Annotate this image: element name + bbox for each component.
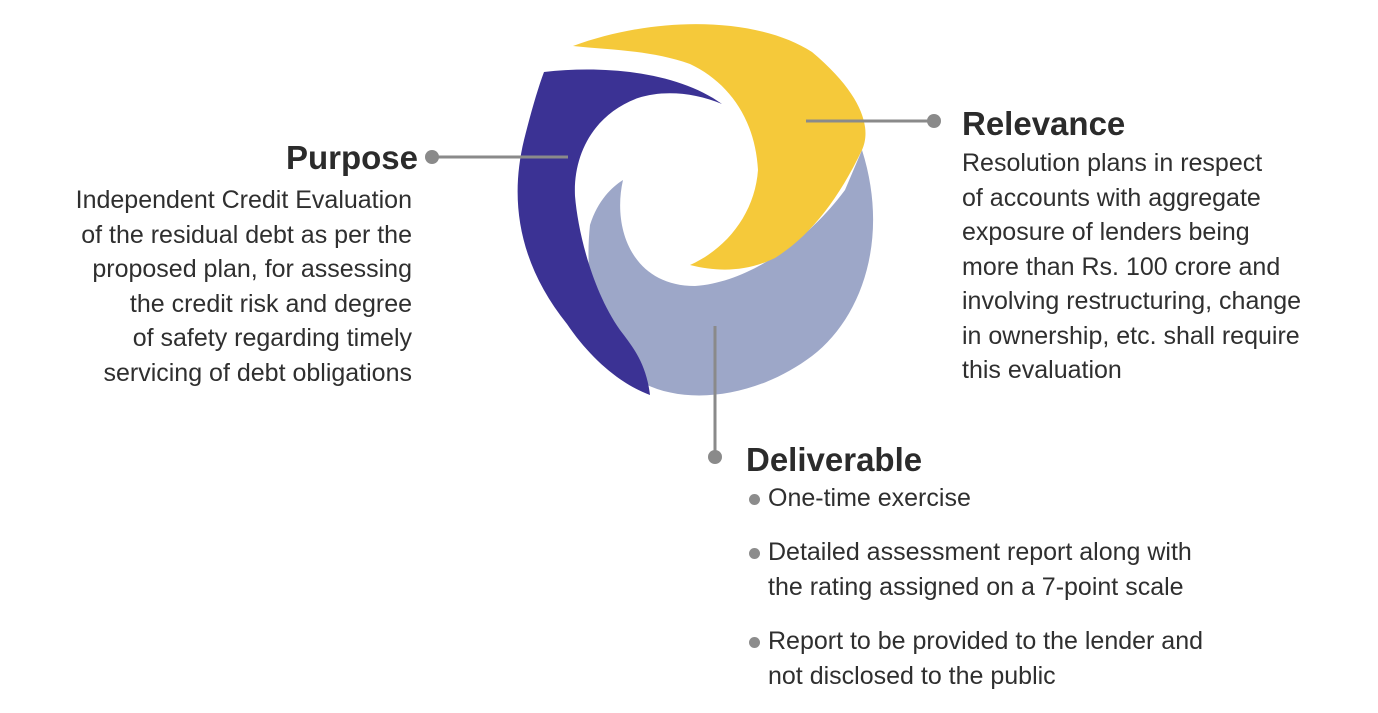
deliverable-connector-dot bbox=[708, 450, 722, 464]
purpose-line: the credit risk and degree bbox=[129, 289, 412, 318]
relevance-description: Resolution plans in respect of accounts … bbox=[962, 146, 1374, 388]
deliverable-item: One-time exercise bbox=[744, 481, 1344, 516]
deliverable-segment bbox=[588, 150, 874, 396]
relevance-line: exposure of lenders being bbox=[962, 218, 1250, 246]
purpose-connector-dot bbox=[425, 150, 439, 164]
bullet-dot-icon bbox=[749, 494, 760, 505]
deliverable-line: Report to be provided to the lender and bbox=[768, 627, 1204, 655]
deliverable-item: Detailed assessment report along with th… bbox=[744, 535, 1344, 605]
purpose-line: of the residual debt as per the bbox=[81, 220, 412, 249]
bullet-dot-icon bbox=[749, 637, 760, 648]
deliverable-line: the rating assigned on a 7-point scale bbox=[768, 573, 1184, 601]
purpose-heading: Purpose bbox=[285, 139, 418, 176]
bullet-dot-icon bbox=[749, 548, 760, 559]
purpose-segment bbox=[517, 69, 722, 396]
deliverable-heading: Deliverable bbox=[746, 441, 923, 478]
purpose-line: proposed plan, for assessing bbox=[92, 255, 412, 283]
relevance-line: in ownership, etc. shall require bbox=[962, 321, 1300, 350]
deliverable-item: Report to be provided to the lender and … bbox=[744, 624, 1344, 694]
deliverable-list: One-time exercise Detailed assessment re… bbox=[744, 481, 1344, 713]
deliverable-line: not disclosed to the public bbox=[768, 662, 1056, 690]
cycle-diagram bbox=[425, 24, 941, 464]
relevance-segment bbox=[573, 24, 866, 270]
deliverable-line: Detailed assessment report along with bbox=[768, 538, 1192, 566]
purpose-line: servicing of debt obligations bbox=[103, 358, 412, 387]
relevance-line: of accounts with aggregate bbox=[962, 183, 1261, 212]
relevance-line: involving restructuring, change bbox=[962, 287, 1302, 315]
relevance-line: Resolution plans in respect bbox=[962, 149, 1263, 177]
deliverable-line: One-time exercise bbox=[768, 484, 971, 512]
purpose-description: Independent Credit Evaluation of the res… bbox=[0, 183, 412, 390]
relevance-heading: Relevance bbox=[962, 105, 1126, 142]
relevance-line: more than Rs. 100 crore and bbox=[962, 252, 1281, 281]
purpose-line: of safety regarding timely bbox=[132, 324, 412, 352]
relevance-line: this evaluation bbox=[962, 356, 1122, 384]
purpose-line: Independent Credit Evaluation bbox=[75, 186, 412, 214]
relevance-connector-dot bbox=[927, 114, 941, 128]
